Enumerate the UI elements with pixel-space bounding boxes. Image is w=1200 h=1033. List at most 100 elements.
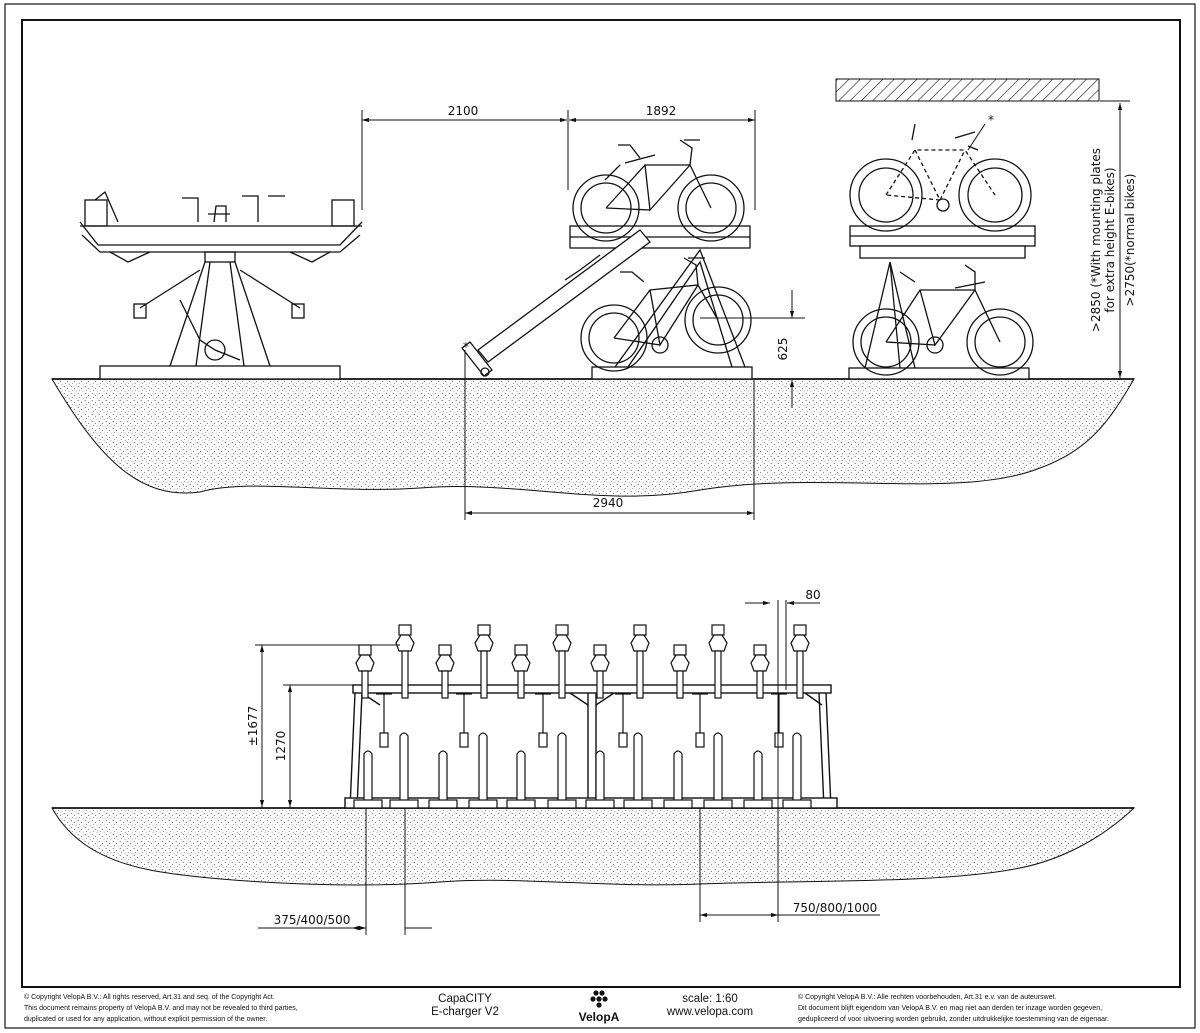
rack-right <box>848 123 1036 380</box>
lower-tray-base <box>782 799 812 809</box>
charger-hanger <box>376 693 392 748</box>
dim-upper-reach: 2100 <box>448 104 479 118</box>
rack-left <box>79 190 363 380</box>
tray-handle <box>398 624 412 636</box>
tray-handle <box>555 624 569 636</box>
tray-head <box>511 654 531 672</box>
lower-tray <box>428 750 458 809</box>
lower-tray <box>743 750 773 809</box>
tray-post <box>517 670 525 699</box>
lower-tray <box>506 750 536 809</box>
ceiling-hatch <box>835 78 1100 102</box>
lower-tray-base <box>428 799 458 809</box>
charger-unit <box>538 732 548 748</box>
ground-soil-upper <box>51 378 1135 497</box>
clearance-note-line-3: >2750(*normal bikes) <box>1123 174 1137 307</box>
product-title: CapaCITY E-charger V2 <box>400 993 530 1019</box>
upper-tray <box>552 624 572 699</box>
tray-head <box>708 634 728 652</box>
charger-unit <box>774 732 784 748</box>
tray-post <box>361 670 369 699</box>
lower-tray <box>389 732 419 809</box>
tray-handle <box>711 624 725 636</box>
charger-unit <box>459 732 469 748</box>
clearance-note-line-1: >2850 (*With mounting plates <box>1089 148 1103 332</box>
lower-wheel-guide <box>792 732 802 809</box>
upper-tray <box>790 624 810 699</box>
copyright-en-line-3: duplicated or used for any application, … <box>24 1016 268 1023</box>
charger-unit <box>618 732 628 748</box>
charger-hanger <box>535 693 551 748</box>
copyright-nl-line-3: gedupliceerd of voor uitvoering worden g… <box>798 1016 1109 1023</box>
lower-tray <box>663 750 693 809</box>
upper-rack-row <box>355 624 810 748</box>
upper-tray <box>590 644 610 699</box>
lower-wheel-guide <box>516 750 526 809</box>
tray-handle <box>593 644 607 656</box>
upper-tray <box>630 624 650 699</box>
lower-tray <box>585 750 615 809</box>
dim-total-height: ±1677 <box>246 706 260 747</box>
tray-handle <box>673 644 687 656</box>
lower-tray-base <box>743 799 773 809</box>
tray-head <box>790 634 810 652</box>
tray-post <box>596 670 604 699</box>
lower-tray-base <box>353 799 383 809</box>
charger-unit <box>379 732 389 748</box>
rack-middle <box>461 139 753 380</box>
tray-post <box>714 650 722 699</box>
dim-upper-spacing: 750/800/1000 <box>793 901 877 915</box>
velopa-logo-icon <box>590 990 608 1008</box>
outer-border <box>4 3 1196 1029</box>
lower-tray-base <box>663 799 693 809</box>
tray-head <box>552 634 572 652</box>
tray-handle <box>793 624 807 636</box>
front-dimension-lines <box>255 600 880 935</box>
tray-post <box>796 650 804 699</box>
copyright-dutch: © Copyright VelopA B.V.: Alle rechten vo… <box>798 992 1183 1025</box>
tray-post <box>756 670 764 699</box>
lower-wheel-guide <box>399 732 409 809</box>
copyright-en-line-1: © Copyright VelopA B.V.: All rights rese… <box>24 994 275 1001</box>
copyright-nl-line-1: © Copyright VelopA B.V.: Alle rechten vo… <box>798 994 1057 1001</box>
dim-rack-depth: 1892 <box>646 104 677 118</box>
lower-tray <box>547 732 577 809</box>
copyright-nl-line-2: Dit document blijft eigendom van VelopA … <box>798 1005 1103 1012</box>
brand-name: VelopA <box>578 1010 620 1024</box>
lower-wheel-guide <box>478 732 488 809</box>
lower-wheel-guide <box>713 732 723 809</box>
tray-head <box>670 654 690 672</box>
front-view: 80 ±1677 1270 375/400/500 750/800/1000 <box>51 588 1136 935</box>
lower-rack-row <box>353 732 812 809</box>
dim-lift-height: 625 <box>776 338 790 361</box>
charger-hanger <box>456 693 472 748</box>
lower-tray <box>468 732 498 809</box>
lower-wheel-guide <box>363 750 373 809</box>
upper-tray <box>708 624 728 699</box>
lower-tray <box>703 732 733 809</box>
tray-handle <box>753 644 767 656</box>
charger-hanger <box>771 693 787 748</box>
lower-tray-base <box>389 799 419 809</box>
tray-post <box>480 650 488 699</box>
lower-tray <box>623 732 653 809</box>
dim-spacing-small: 80 <box>805 588 820 602</box>
lower-tray <box>353 750 383 809</box>
tray-handle <box>438 644 452 656</box>
tray-handle <box>514 644 528 656</box>
scale-label: scale: 1:60 <box>682 993 738 1005</box>
dim-frame-height: 1270 <box>274 731 288 762</box>
lower-tray-base <box>703 799 733 809</box>
lower-wheel-guide <box>633 732 643 809</box>
upper-tray <box>435 644 455 699</box>
tray-post <box>441 670 449 699</box>
scale-block: scale: 1:60 www.velopa.com <box>645 993 775 1019</box>
side-view: 2100 1892 2940 625 * * >2850 (*With moun… <box>51 78 1137 520</box>
lower-wheel-guide <box>673 750 683 809</box>
tray-head <box>395 634 415 652</box>
charger-hanger <box>615 693 631 748</box>
tray-handle <box>633 624 647 636</box>
website-link[interactable]: www.velopa.com <box>666 1006 754 1018</box>
tray-handle <box>477 624 491 636</box>
clearance-note-line-2: for extra height E-bikes) <box>1103 167 1117 312</box>
